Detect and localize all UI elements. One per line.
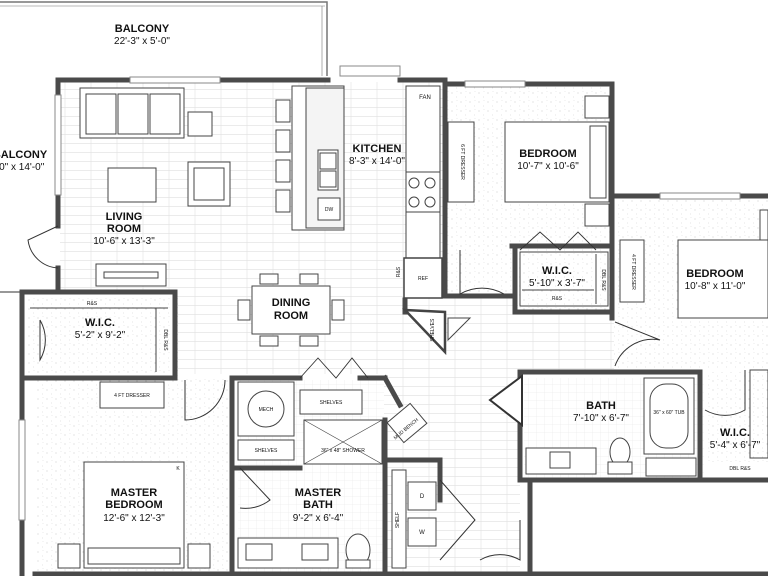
wic-bed2-name: W.I.C. [720, 427, 750, 439]
kitchen-fixtures [275, 85, 472, 356]
bedroom2-furniture [619, 209, 768, 459]
balcony-left-dims: -0" x 14'-0" [0, 162, 45, 173]
shelf-label: SHELF [395, 512, 401, 528]
living-name-2: ROOM [107, 223, 141, 235]
bedroom2-name: BEDROOM [686, 268, 743, 280]
balcony-left-name: BALCONY [0, 149, 48, 161]
bath-fixtures [525, 377, 697, 477]
dryer-label: D [420, 494, 425, 500]
rs-wic-bed1-label: R&S [552, 296, 563, 302]
dresser-6ft-label: 6 FT DRESSER [459, 144, 465, 180]
shower-label: 36" x 48" SHOWER [321, 448, 365, 454]
labels: BALCONY 22'-3" x 5'-0" BALCONY -0" x 14'… [0, 23, 761, 536]
master-bedroom-name-2: BEDROOM [105, 499, 162, 511]
fan-label: FAN [419, 95, 431, 101]
bath-dims: 7'-10" x 6'-7" [573, 413, 629, 424]
bedroom1-furniture [447, 95, 610, 307]
washer-label: W [419, 530, 425, 536]
master-wic-fixtures [30, 307, 168, 372]
ref-label: REF [418, 276, 428, 282]
balcony-top-dims: 22'-3" x 5'-0" [114, 36, 170, 47]
master-bath-name-1: MASTER [295, 487, 342, 499]
furniture [79, 87, 345, 347]
living-dims: 10'-6" x 13'-3" [93, 236, 155, 247]
walls [19, 77, 768, 576]
mech-label: MECH [259, 407, 274, 413]
tub-label: 36" x 60" TUB [653, 410, 685, 416]
wic-bed2-dims: 5'-4" x 6'-7" [710, 440, 761, 451]
dining-name-1: DINING [272, 297, 311, 309]
bath-name: BATH [586, 400, 616, 412]
wic-master-name: W.I.C. [85, 317, 115, 329]
dbl-rs-wic-bed1-label: DBL R&S [600, 269, 606, 291]
bedroom1-name: BEDROOM [519, 148, 576, 160]
k-label: K [176, 466, 180, 472]
windows [18, 65, 741, 521]
dbl-rs-wic-bed2-label: DBL R&S [729, 466, 751, 472]
shelves-kitchen-label: SHELVES [430, 318, 436, 341]
master-bedroom-furniture [57, 381, 211, 569]
rs-master-wic-label: R&S [87, 301, 98, 307]
bedroom1-dims: 10'-7" x 10'-6" [517, 161, 579, 172]
shelves-label: SHELVES [320, 400, 343, 406]
kitchen-dims: 8'-3" x 14'-0" [349, 156, 405, 167]
master-bath-dims: 9'-2" x 6'-4" [293, 513, 344, 524]
master-bedroom-name-1: MASTER [111, 487, 158, 499]
dresser-4ft-master-label: 4 FT DRESSER [114, 393, 150, 399]
living-name-1: LIVING [106, 211, 143, 223]
master-bath-fixtures [237, 381, 437, 569]
dw-label: DW [325, 207, 334, 213]
wic-bed1-dims: 5'-10" x 3'-7" [529, 278, 585, 289]
dbl-rs-master-wic-label: DBL R&S [162, 329, 168, 351]
rs-kitchen-label: R&S [396, 266, 402, 277]
balcony-top-name: BALCONY [115, 23, 170, 35]
kitchen-name: KITCHEN [353, 143, 402, 155]
shelves-bath-label: SHELVES [255, 448, 278, 454]
bedroom2-dims: 10'-8" x 11'-0" [685, 281, 746, 292]
master-bedroom-dims: 12'-6" x 12'-3" [103, 513, 165, 524]
wic-bed1-name: W.I.C. [542, 265, 572, 277]
master-bath-name-2: BATH [303, 499, 333, 511]
dresser-4ft-bed2-label: 4 FT DRESSER [630, 254, 636, 290]
dining-name-2: ROOM [274, 310, 308, 322]
wic-master-dims: 5'-2" x 9'-2" [75, 330, 126, 341]
